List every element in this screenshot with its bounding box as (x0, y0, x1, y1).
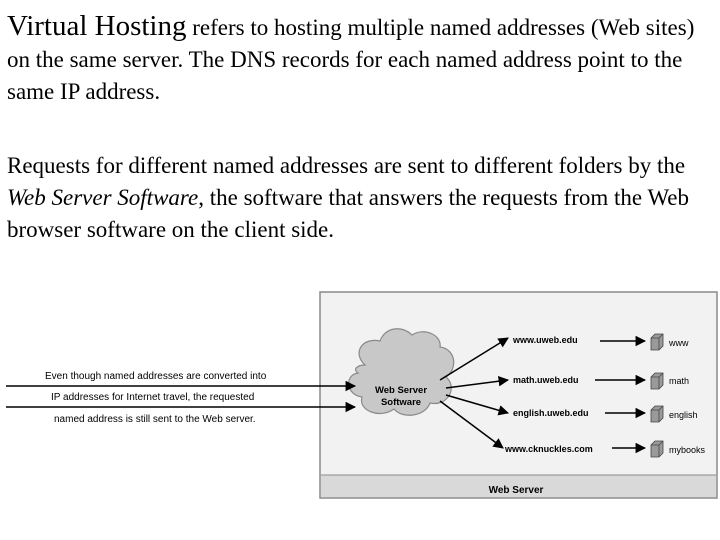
folder-icon (650, 405, 664, 423)
explanation-paragraph: Requests for different named addresses a… (7, 150, 717, 246)
server-label-bar (321, 475, 716, 497)
note-line-2: IP addresses for Internet travel, the re… (51, 392, 254, 403)
note-line-3: named address is still sent to the Web s… (54, 414, 256, 425)
intro-term: Virtual Hosting (7, 10, 187, 42)
folder-icon (650, 333, 664, 351)
web-server-software-term: Web Server Software (7, 185, 199, 210)
address-3: english.uweb.edu (513, 408, 589, 418)
cloud-label-line-1: Web Server (375, 385, 427, 396)
folder-icon (650, 440, 664, 458)
server-label: Web Server (489, 485, 544, 496)
explanation-text-end: , the software that answers the requests… (7, 185, 690, 242)
cloud-label-line-2: Software (381, 397, 421, 408)
folder-label-3: english (669, 410, 698, 420)
folder-label-1: www (668, 338, 689, 348)
address-4: www.cknuckles.com (504, 444, 593, 454)
branch-arrow-4 (439, 400, 504, 449)
folder-icon (650, 372, 664, 390)
explanation-text-start: Requests for different named addresses a… (7, 153, 686, 178)
address-1: www.uweb.edu (512, 335, 578, 345)
address-2: math.uweb.edu (513, 375, 579, 385)
folder-label-2: math (669, 376, 689, 386)
branch-arrow-1 (439, 337, 509, 381)
branch-arrow-2 (445, 376, 510, 389)
virtual-hosting-diagram: Web Server Web Server Software Even thou… (6, 291, 718, 499)
folder-label-4: mybooks (669, 445, 706, 455)
intro-definition: refers to hosting multiple named address… (7, 15, 695, 104)
intro-paragraph: Virtual Hosting refers to hosting multip… (7, 10, 707, 108)
note-line-1: Even though named addresses are converte… (45, 371, 267, 382)
branch-arrow-3 (445, 394, 510, 416)
